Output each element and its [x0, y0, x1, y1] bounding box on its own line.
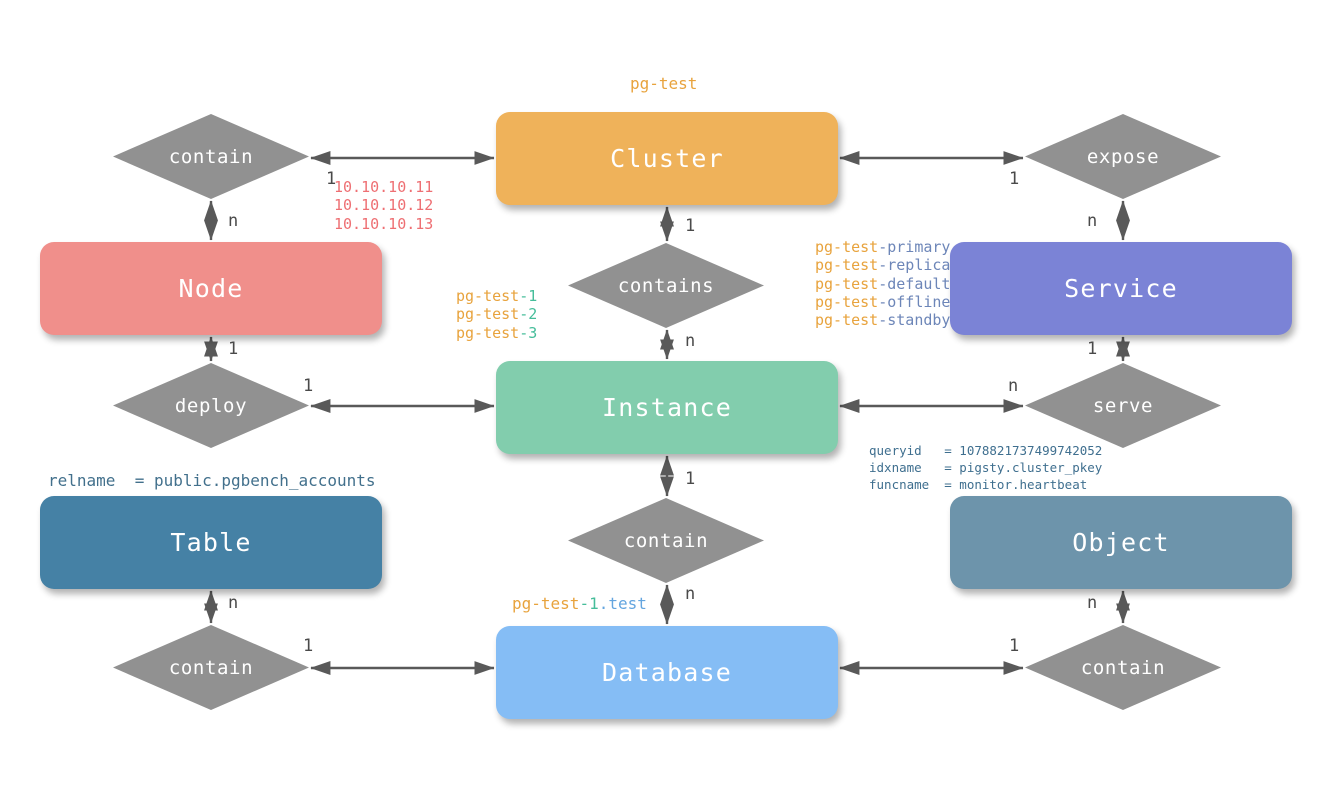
relationship-label: expose [1086, 145, 1160, 168]
annotation-text: pg-test [815, 292, 879, 311]
relationship-label: deploy [174, 394, 248, 417]
annotation-text: -1 [519, 287, 538, 305]
annotation-text: -primary [878, 238, 951, 256]
annotation-text: -offline [878, 292, 951, 311]
cardinality-card-contain-node-down: n [228, 211, 239, 231]
annotation-text: pg-test [815, 311, 879, 330]
annotation-line: pg-test-replica [815, 256, 950, 274]
cardinality-card-instance-contain: 1 [685, 469, 696, 489]
entity-database[interactable]: Database [496, 626, 838, 719]
annotation-text: -2 [519, 305, 538, 324]
relationship-rel-contain-node[interactable]: contain [113, 114, 309, 199]
annotation-text: pg-test [815, 238, 879, 256]
annotation-table-relname: relname = public.pgbench_accounts [48, 471, 376, 491]
annotation-text: pg-test [630, 74, 698, 93]
annotation-line: pg-test-2 [456, 305, 537, 323]
relationship-rel-deploy[interactable]: deploy [113, 363, 309, 448]
annotation-text: pg-test [512, 594, 580, 613]
annotation-line: pg-test [630, 74, 697, 94]
annotation-line: relname = public.pgbench_accounts [48, 471, 376, 491]
relationship-rel-contain-db-right[interactable]: contain [1025, 625, 1221, 710]
cardinality-card-expose-down: n [1087, 211, 1098, 231]
annotation-line: queryid = 1078821737499742052 [869, 443, 1102, 460]
relationship-rel-serve[interactable]: serve [1025, 363, 1221, 448]
annotation-text: pg-test [456, 323, 520, 342]
annotation-line: pg-test-1.test [512, 594, 647, 614]
annotation-line: pg-test-3 [456, 324, 537, 342]
cardinality-card-contain-db-left: 1 [303, 636, 314, 656]
entity-label: Service [1064, 274, 1178, 303]
entity-node[interactable]: Node [40, 242, 382, 335]
entity-instance[interactable]: Instance [496, 361, 838, 454]
annotation-text: -3 [519, 323, 538, 342]
cardinality-card-deploy-instance: 1 [303, 376, 314, 396]
cardinality-card-contain-db-right: 1 [1009, 636, 1020, 656]
annotation-text: pg-test [815, 256, 879, 275]
cardinality-card-contains-instance: n [685, 331, 696, 351]
annotation-line: pg-test-standby [815, 311, 950, 329]
annotation-line: 10.10.10.11 [334, 178, 433, 196]
relationship-rel-contains[interactable]: contains [568, 243, 764, 328]
annotation-text: funcname = monitor.heartbeat [869, 476, 1088, 492]
entity-label: Cluster [610, 144, 724, 173]
annotation-text: idxname = pigsty.cluster_pkey [869, 459, 1103, 475]
annotation-text: 10.10.10.13 [334, 214, 434, 233]
annotation-text: pg-test [456, 287, 520, 305]
cardinality-card-cluster-contains: 1 [685, 216, 696, 236]
annotation-text: queryid = 1078821737499742052 [869, 443, 1103, 458]
entity-label: Object [1072, 528, 1170, 557]
annotation-text: 10.10.10.12 [334, 196, 434, 215]
annotation-text: 10.10.10.11 [334, 178, 434, 196]
cardinality-card-service-serve: 1 [1087, 339, 1098, 359]
annotation-line: pg-test-1 [456, 287, 537, 305]
annotation-text: -replica [878, 256, 951, 275]
entity-object[interactable]: Object [950, 496, 1292, 589]
annotation-line: 10.10.10.13 [334, 215, 433, 233]
entity-label: Node [178, 274, 244, 303]
annotation-text: -default [878, 274, 951, 293]
cardinality-card-object-contain: n [1087, 593, 1098, 613]
entity-table[interactable]: Table [40, 496, 382, 589]
cardinality-card-contain-node-right: 1 [326, 169, 337, 189]
relationship-label: serve [1092, 394, 1154, 417]
relationship-label: contain [623, 529, 709, 552]
relationship-label: contain [168, 145, 254, 168]
relationship-rel-contain-object[interactable]: contain [568, 498, 764, 583]
annotation-line: idxname = pigsty.cluster_pkey [869, 460, 1102, 477]
relationship-rel-contain-table[interactable]: contain [113, 625, 309, 710]
annotation-text: pg-test [815, 274, 879, 293]
cardinality-card-contain-database: n [685, 584, 696, 604]
cardinality-card-node-deploy: 1 [228, 339, 239, 359]
entity-label: Table [170, 528, 252, 557]
annotation-cluster-name: pg-test [630, 74, 697, 94]
annotation-text: -standby [878, 311, 951, 330]
annotation-line: 10.10.10.12 [334, 196, 433, 214]
entity-label: Instance [601, 393, 732, 422]
annotation-line: pg-test-default [815, 275, 950, 293]
relationship-rel-expose[interactable]: expose [1025, 114, 1221, 199]
annotation-text: -1 [579, 594, 599, 613]
entity-cluster[interactable]: Cluster [496, 112, 838, 205]
annotation-text: .test [598, 594, 647, 613]
cardinality-card-table-contain: n [228, 593, 239, 613]
relationship-label: contain [168, 656, 254, 679]
annotation-line: pg-test-primary [815, 238, 950, 256]
annotation-text: pg-test [456, 305, 520, 324]
relationship-label: contains [617, 274, 715, 297]
annotation-line: funcname = monitor.heartbeat [869, 477, 1102, 494]
annotation-text: relname = public.pgbench_accounts [48, 471, 376, 490]
annotation-line: pg-test-offline [815, 293, 950, 311]
annotation-database-name: pg-test-1.test [512, 594, 647, 614]
entity-label: Database [601, 658, 732, 687]
cardinality-card-instance-serve: n [1008, 376, 1019, 396]
entity-service[interactable]: Service [950, 242, 1292, 335]
cardinality-card-expose-left: 1 [1009, 169, 1020, 189]
relationship-label: contain [1080, 656, 1166, 679]
